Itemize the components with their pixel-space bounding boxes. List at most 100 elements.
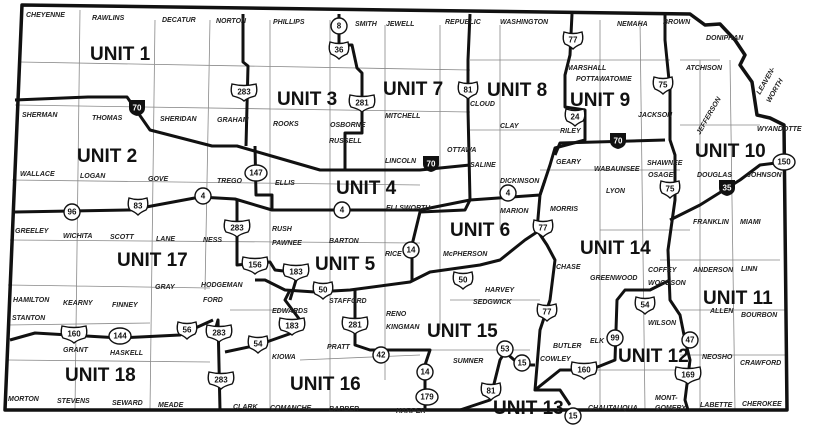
highway-number: 75 <box>659 81 668 90</box>
us-highway-shield-icon: 77 <box>536 303 558 322</box>
county-label: WILSON <box>648 320 677 327</box>
county-label: MORRIS <box>550 206 578 213</box>
county-label: SALINE <box>470 162 496 169</box>
county-label: GREELEY <box>15 228 50 235</box>
us-highway-shield-icon: 24 <box>564 108 586 127</box>
unit-label: UNIT 18 <box>65 365 136 386</box>
state-highway-marker-icon: 179 <box>415 388 439 406</box>
us-highway-shield-icon: 281 <box>341 316 369 335</box>
county-label: JACKSON <box>638 112 673 119</box>
county-label: PAWNEE <box>272 240 302 247</box>
state-highway-marker-icon: 8 <box>330 17 348 35</box>
us-highway-shield-icon: 56 <box>176 321 198 340</box>
highway-number: 156 <box>248 261 262 270</box>
county-label: GEARY <box>556 159 582 166</box>
us-highway-shield-icon: 77 <box>562 31 584 50</box>
county-label: CLAY <box>500 123 520 130</box>
unit-label: UNIT 1 <box>90 44 151 65</box>
unit-label: UNIT 8 <box>487 80 547 101</box>
county-label: McPHERSON <box>443 251 488 258</box>
county-label: STEVENS <box>57 398 90 405</box>
us-highway-shield-icon: 83 <box>127 197 149 216</box>
county-label: DICKINSON <box>500 178 540 185</box>
county-label: SEWARD <box>112 400 143 407</box>
county-label: MARION <box>500 208 529 215</box>
road-i70-west <box>14 95 471 172</box>
county-label: ROOKS <box>273 121 299 128</box>
state-highway-marker-icon: 15 <box>564 407 582 425</box>
county-label: WASHINGTON <box>500 19 549 26</box>
highway-number: 99 <box>611 334 620 343</box>
county-label: LINCOLN <box>385 158 417 165</box>
highway-number: 14 <box>421 368 430 377</box>
county-label: JEWELL <box>386 21 414 28</box>
county-label: HARVEY <box>485 287 516 294</box>
county-label: HARPER <box>396 408 426 415</box>
highway-number: 283 <box>214 376 228 385</box>
highway-number: 183 <box>285 322 299 331</box>
road-us81 <box>410 13 472 280</box>
county-label: TREGO <box>217 178 242 185</box>
county-label: ELK <box>590 338 605 345</box>
road-i35 <box>669 160 785 222</box>
county-label: HODGEMAN <box>201 282 244 289</box>
highway-number: 8 <box>337 22 342 31</box>
county-label: PRATT <box>327 344 351 351</box>
unit-label: UNIT 11 <box>703 288 773 309</box>
us-highway-shield-icon: 283 <box>223 219 251 238</box>
state-highway-marker-icon: 47 <box>681 331 699 349</box>
county-label: MONT- <box>655 395 678 402</box>
highway-number: 70 <box>614 137 623 146</box>
county-label: JOHNSON <box>747 172 783 179</box>
county-label: MITCHELL <box>385 113 420 120</box>
unit-label: UNIT 3 <box>277 89 337 110</box>
highway-number: 83 <box>134 202 143 211</box>
unit-label: UNIT 7 <box>383 79 443 100</box>
county-label: REPUBLIC <box>445 19 482 26</box>
unit-label: UNIT 14 <box>580 238 651 259</box>
interstate-shield-icon: 70 <box>423 156 439 172</box>
county-label: MORTON <box>8 396 40 403</box>
county-label: KINGMAN <box>386 324 420 331</box>
county-label: GRANT <box>63 347 89 354</box>
county-label: KIOWA <box>272 354 296 361</box>
county-label: WOODSON <box>648 280 687 287</box>
us-highway-shield-icon: 75 <box>652 76 674 95</box>
unit-label: UNIT 17 <box>117 250 188 271</box>
county-label: RENO <box>386 311 407 318</box>
highway-number: 50 <box>319 286 328 295</box>
county-label: OSAGE <box>648 172 674 179</box>
highway-number: 283 <box>230 224 244 233</box>
county-label: EDWARDS <box>272 308 308 315</box>
us-highway-shield-icon: 156 <box>241 256 269 275</box>
us-highway-shield-icon: 54 <box>247 335 269 354</box>
county-label: BROWN <box>663 19 691 26</box>
unit-label: UNIT 12 <box>618 346 689 367</box>
us-highway-shield-icon: 183 <box>278 317 306 336</box>
us-highway-shield-icon: 81 <box>480 382 502 401</box>
highway-number: 24 <box>571 113 580 122</box>
county-label: CLARK <box>233 404 258 411</box>
state-highway-marker-icon: 4 <box>333 201 351 219</box>
unit-boundary-roads <box>9 13 785 412</box>
us-highway-shield-icon: 283 <box>207 371 235 390</box>
county-label: MARSHALL <box>567 65 606 72</box>
road-us156-183 <box>235 200 298 301</box>
us-highway-shield-icon: 283 <box>230 83 258 102</box>
us-highway-shield-icon: 50 <box>452 271 474 290</box>
county-label: GRAY <box>155 284 176 291</box>
county-label: STANTON <box>12 315 46 322</box>
highway-number: 283 <box>212 329 226 338</box>
interstate-shield-icon: 70 <box>129 100 145 116</box>
county-label: HAMILTON <box>13 297 50 304</box>
county-label: SCOTT <box>110 234 134 241</box>
county-label: NEOSHO <box>702 354 733 361</box>
county-label: COMANCHE <box>270 405 312 412</box>
county-label: MIAMI <box>740 219 762 226</box>
unit-label: UNIT 13 <box>493 398 564 419</box>
unit-label: UNIT 15 <box>427 321 498 342</box>
highway-number: 4 <box>201 192 206 201</box>
county-label: SMITH <box>355 21 378 28</box>
county-label: STAFFORD <box>329 298 367 305</box>
